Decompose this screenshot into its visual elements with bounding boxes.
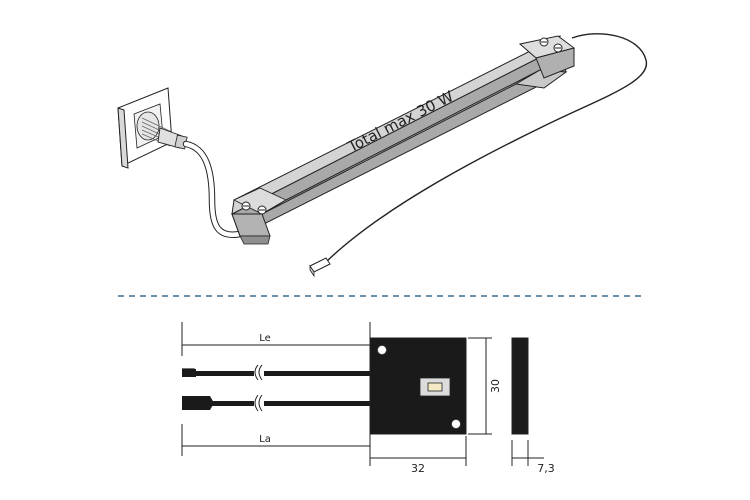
screw-icon bbox=[539, 37, 549, 47]
cable-upper bbox=[182, 364, 372, 381]
dimension-le: Le bbox=[181, 322, 371, 356]
dimension-depth: 7,3 bbox=[511, 440, 555, 475]
led-driver: Total max 30 W bbox=[231, 35, 576, 245]
dimension-le-label: Le bbox=[259, 333, 271, 344]
dimension-width-label: 32 bbox=[411, 462, 425, 475]
dimension-depth-label: 7,3 bbox=[537, 462, 555, 475]
led-module-side bbox=[511, 337, 529, 435]
screw-icon bbox=[553, 43, 563, 53]
output-connector bbox=[309, 257, 331, 278]
led-module-front bbox=[369, 337, 467, 435]
connector-socket-icon bbox=[419, 377, 451, 397]
dimension-width: 32 bbox=[369, 436, 467, 475]
dimension-la-label: La bbox=[259, 434, 271, 445]
dimension-height-label: 30 bbox=[489, 379, 502, 393]
screw-icon bbox=[257, 205, 267, 215]
wall-socket bbox=[117, 87, 173, 169]
screw-icon bbox=[241, 201, 251, 211]
output-cable bbox=[309, 33, 648, 278]
mains-plug bbox=[157, 127, 188, 150]
cable-lower bbox=[182, 394, 372, 412]
mains-cable bbox=[182, 140, 244, 238]
dimension-height: 30 bbox=[468, 337, 502, 435]
dimension-la: La bbox=[181, 424, 371, 456]
